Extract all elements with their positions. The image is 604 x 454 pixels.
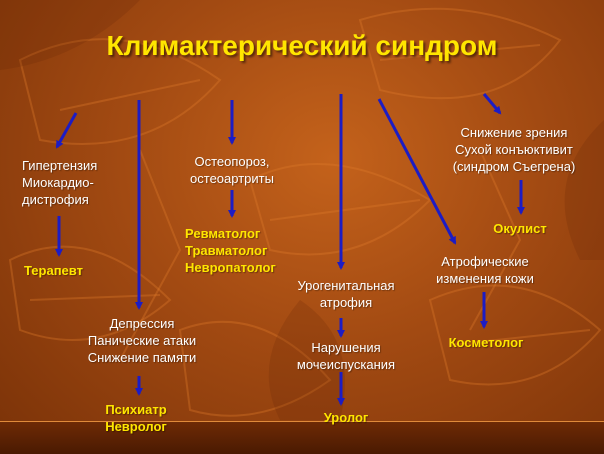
arrow-to-hypertension [55,112,78,149]
node-urogenital: Урогенитальная атрофия [297,278,395,310]
node-cosmetologist: Косметолог [448,335,524,350]
node-hypertension: Гипертензия Миокардио- дистрофия [22,158,98,207]
node-urination: Нарушения мочеиспускания [296,340,396,372]
diagram-title: Климактерический синдром [106,30,498,61]
node-osteoporosis: Остеопороз, остеоартриты [190,154,274,186]
arrow-to-vision [482,93,502,115]
node-psychiatrist: Психиатр Невролог [105,402,167,434]
node-therapist: Терапевт [24,263,83,278]
footer-band [0,422,604,454]
arrow-to-skin [377,98,457,245]
node-vision: Снижение зрения Сухой конъюктивит (синдр… [452,125,576,174]
node-skin: Атрофические изменения кожи [436,254,534,286]
node-urologist: Уролог [323,410,369,425]
node-depression: Депрессия Панические атаки Снижение памя… [87,316,197,365]
node-oculist: Окулист [493,221,547,236]
node-orthopedics: Ревматолог Травматолог Невропатолог [185,226,276,275]
